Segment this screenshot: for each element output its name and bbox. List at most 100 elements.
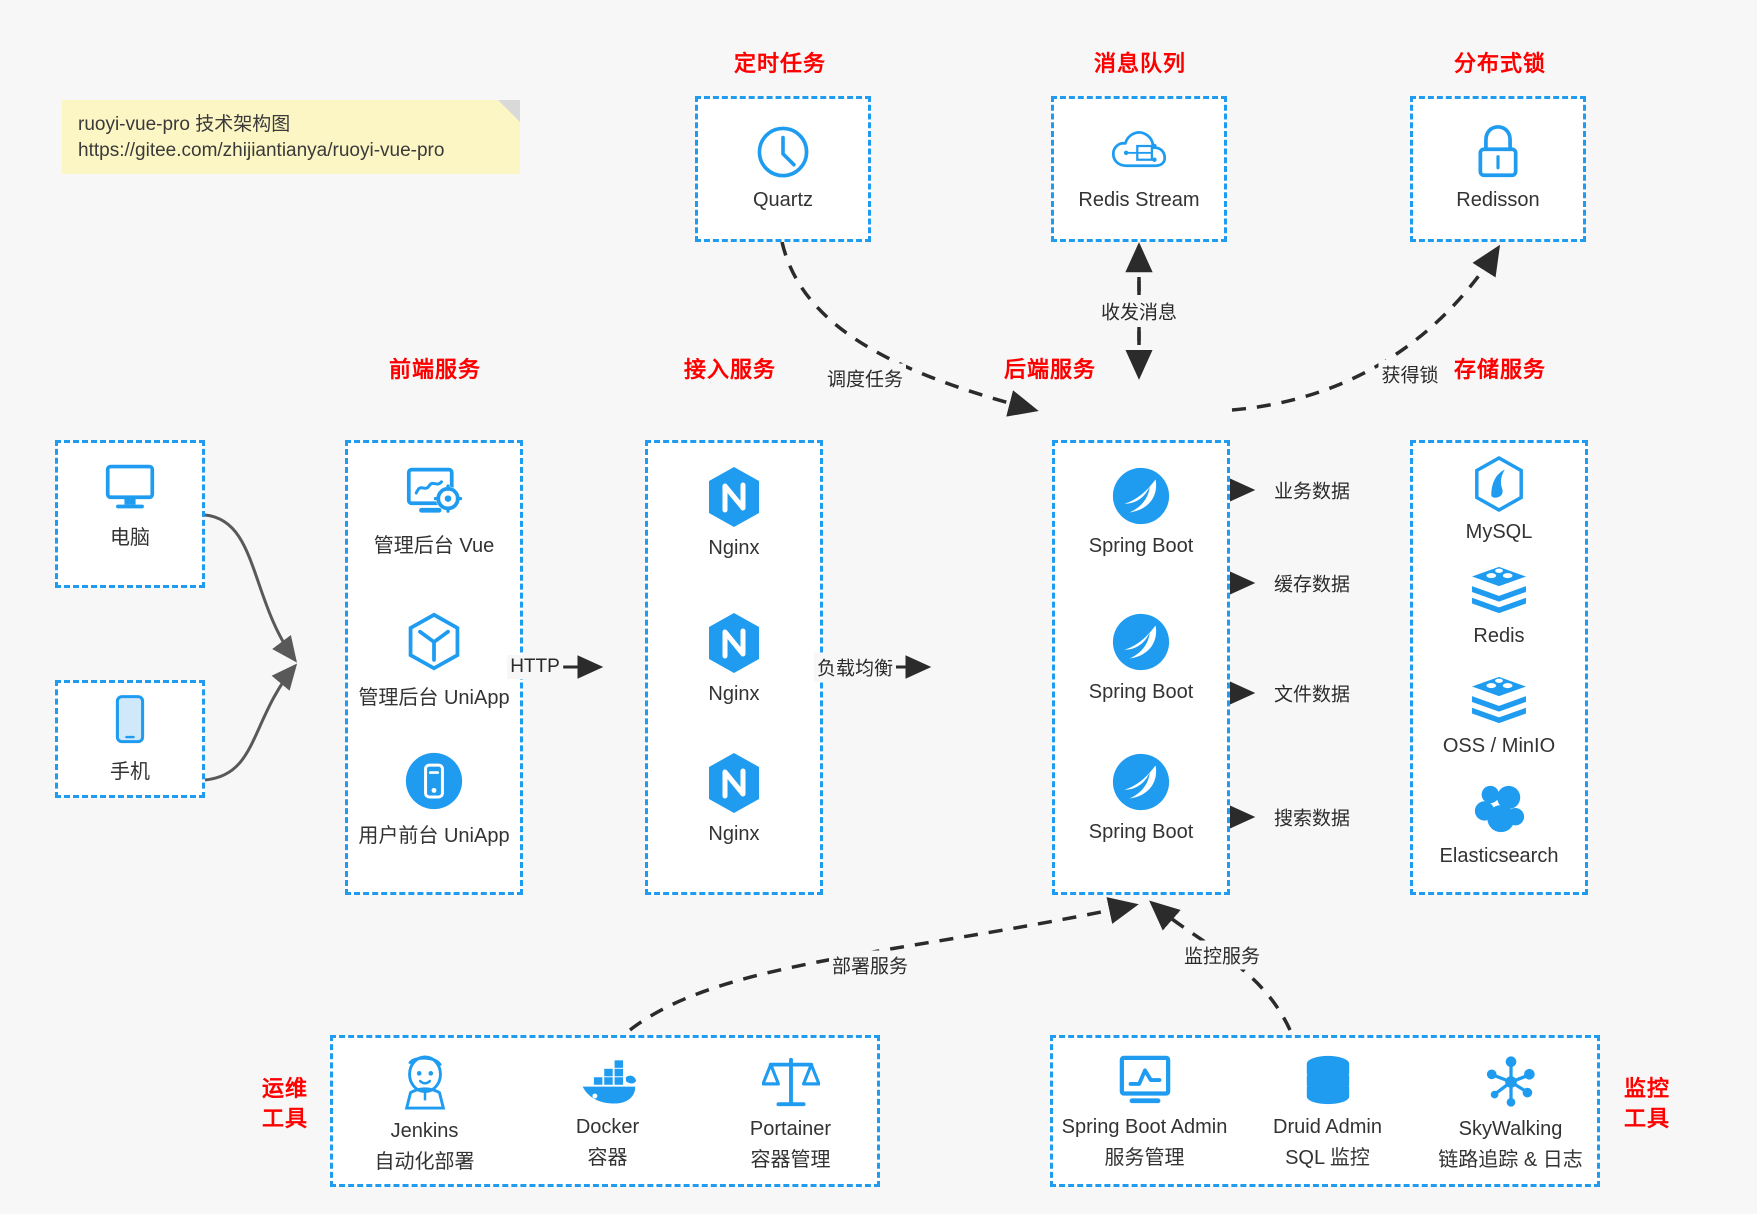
redis-icon	[1470, 565, 1528, 617]
node-phone[interactable]: 手机	[58, 693, 202, 784]
node-label: 电脑	[110, 527, 150, 549]
group-box-distributed-lock: Redisson	[1410, 96, 1586, 242]
spring-boot-icon	[1110, 611, 1172, 673]
node-jenkins[interactable]: Jenkins 自动化部署	[333, 1054, 516, 1174]
node-label: Jenkins	[390, 1120, 459, 1142]
clock-icon	[754, 123, 812, 181]
group-title-devops: 运维 工具	[258, 1074, 312, 1134]
dashboard-icon	[403, 465, 465, 521]
node-label: SkyWalking	[1458, 1118, 1563, 1140]
node-elasticsearch[interactable]: Elasticsearch	[1413, 781, 1585, 868]
edge-label-http: HTTP	[507, 655, 563, 679]
node-redis[interactable]: Redis	[1413, 565, 1585, 648]
node-mysql[interactable]: MySQL	[1413, 455, 1585, 544]
node-label: Redis Stream	[1078, 189, 1200, 211]
mysql-icon	[1472, 455, 1526, 513]
group-box-scheduled-task: Quartz	[695, 96, 871, 242]
jenkins-icon	[397, 1054, 453, 1112]
node-label: Nginx	[708, 823, 760, 845]
edge-label-schedule-task: 调度任务	[823, 363, 907, 393]
elasticsearch-icon	[1471, 781, 1527, 837]
group-title-gateway: 接入服务	[683, 357, 776, 382]
group-title-storage: 存储服务	[1453, 357, 1546, 382]
cloud-stream-icon	[1109, 123, 1169, 181]
database-icon	[1301, 1054, 1355, 1108]
client-box-desktop: 电脑	[55, 440, 205, 588]
node-redisson[interactable]: Redisson	[1413, 123, 1583, 212]
sticky-note: ruoyi-vue-pro 技术架构图 https://gitee.com/zh…	[62, 100, 520, 174]
node-admin-vue[interactable]: 管理后台 Vue	[348, 465, 520, 558]
monitor-chart-icon	[1116, 1054, 1174, 1108]
group-title-monitoring-line2: 工具	[1623, 1106, 1670, 1131]
group-box-backend: Spring Boot Spring Boot Spring Boot	[1052, 440, 1230, 895]
desktop-icon	[102, 461, 158, 513]
group-title-message-queue: 消息队列	[1093, 51, 1186, 76]
node-user-uniapp[interactable]: 用户前台 UniApp	[348, 751, 520, 848]
node-sublabel: 服务管理	[1104, 1147, 1185, 1169]
edge-label-acquire-lock: 获得锁	[1378, 359, 1442, 389]
node-label: Nginx	[708, 683, 760, 705]
node-spring-boot-3[interactable]: Spring Boot	[1055, 751, 1227, 844]
edge-label-load-balance: 负载均衡	[813, 652, 897, 682]
group-box-message-queue: Redis Stream	[1051, 96, 1227, 242]
docker-icon	[577, 1054, 639, 1108]
node-docker[interactable]: Docker 容器	[516, 1054, 699, 1170]
node-label: Spring Boot	[1088, 535, 1194, 557]
node-skywalking[interactable]: SkyWalking 链路追踪 & 日志	[1419, 1054, 1602, 1172]
group-title-frontend: 前端服务	[388, 357, 481, 382]
group-box-gateway: Nginx Nginx Nginx	[645, 440, 823, 895]
group-title-distributed-lock: 分布式锁	[1453, 51, 1546, 76]
note-title: ruoyi-vue-pro 技术架构图	[78, 114, 291, 135]
oss-icon	[1470, 675, 1528, 727]
node-sublabel: 自动化部署	[374, 1151, 475, 1173]
node-spring-boot-admin[interactable]: Spring Boot Admin 服务管理	[1053, 1054, 1236, 1170]
node-quartz[interactable]: Quartz	[698, 123, 868, 212]
node-sublabel: SQL 监控	[1285, 1147, 1370, 1169]
note-fold-corner	[498, 100, 520, 122]
node-label: 手机	[110, 761, 150, 783]
group-box-frontend: 管理后台 Vue 管理后台 UniApp 用户前台 U	[345, 440, 523, 895]
node-label: Redis	[1473, 625, 1525, 647]
node-label: Quartz	[752, 189, 814, 211]
nginx-icon	[705, 751, 763, 815]
node-label: Nginx	[708, 537, 760, 559]
nginx-icon	[705, 611, 763, 675]
group-title-monitoring-line1: 监控	[1623, 1076, 1670, 1101]
node-spring-boot-1[interactable]: Spring Boot	[1055, 465, 1227, 558]
group-title-scheduled-task: 定时任务	[733, 51, 826, 76]
group-title-devops-line1: 运维	[261, 1076, 308, 1101]
node-sublabel: 容器	[587, 1147, 628, 1169]
node-nginx-1[interactable]: Nginx	[648, 465, 820, 560]
node-admin-uniapp[interactable]: 管理后台 UniApp	[348, 611, 520, 710]
edge-label-search-data: 搜索数据	[1270, 802, 1354, 832]
group-title-monitoring: 监控 工具	[1620, 1074, 1674, 1134]
cube-icon	[404, 611, 464, 673]
node-portainer[interactable]: Portainer 容器管理	[699, 1054, 882, 1172]
node-desktop[interactable]: 电脑	[58, 461, 202, 550]
node-oss-minio[interactable]: OSS / MinIO	[1413, 675, 1585, 758]
note-url: https://gitee.com/zhijiantianya/ruoyi-vu…	[78, 140, 445, 161]
node-nginx-2[interactable]: Nginx	[648, 611, 820, 706]
node-label: 管理后台 Vue	[373, 535, 495, 557]
node-spring-boot-2[interactable]: Spring Boot	[1055, 611, 1227, 704]
nginx-icon	[705, 465, 763, 529]
spring-boot-icon	[1110, 465, 1172, 527]
edge-label-cache-data: 缓存数据	[1270, 568, 1354, 598]
node-druid-admin[interactable]: Druid Admin SQL 监控	[1236, 1054, 1419, 1170]
node-label: OSS / MinIO	[1442, 735, 1556, 757]
node-label: Spring Boot	[1088, 821, 1194, 843]
node-label: Docker	[575, 1116, 640, 1138]
node-nginx-3[interactable]: Nginx	[648, 751, 820, 846]
node-label: Redisson	[1456, 189, 1540, 211]
node-sublabel: 容器管理	[750, 1149, 831, 1171]
node-label: Elasticsearch	[1439, 845, 1559, 867]
group-box-monitoring: Spring Boot Admin 服务管理 Druid Admin SQL 监…	[1050, 1035, 1600, 1187]
node-redis-stream[interactable]: Redis Stream	[1054, 123, 1224, 212]
node-label: Druid Admin	[1273, 1116, 1382, 1138]
node-label: MySQL	[1465, 521, 1533, 543]
edge-label-monitor-service: 监控服务	[1180, 940, 1264, 970]
group-box-storage: MySQL Redis	[1410, 440, 1588, 895]
client-box-phone: 手机	[55, 680, 205, 798]
group-title-backend: 后端服务	[1003, 357, 1096, 382]
scales-icon	[760, 1054, 821, 1110]
